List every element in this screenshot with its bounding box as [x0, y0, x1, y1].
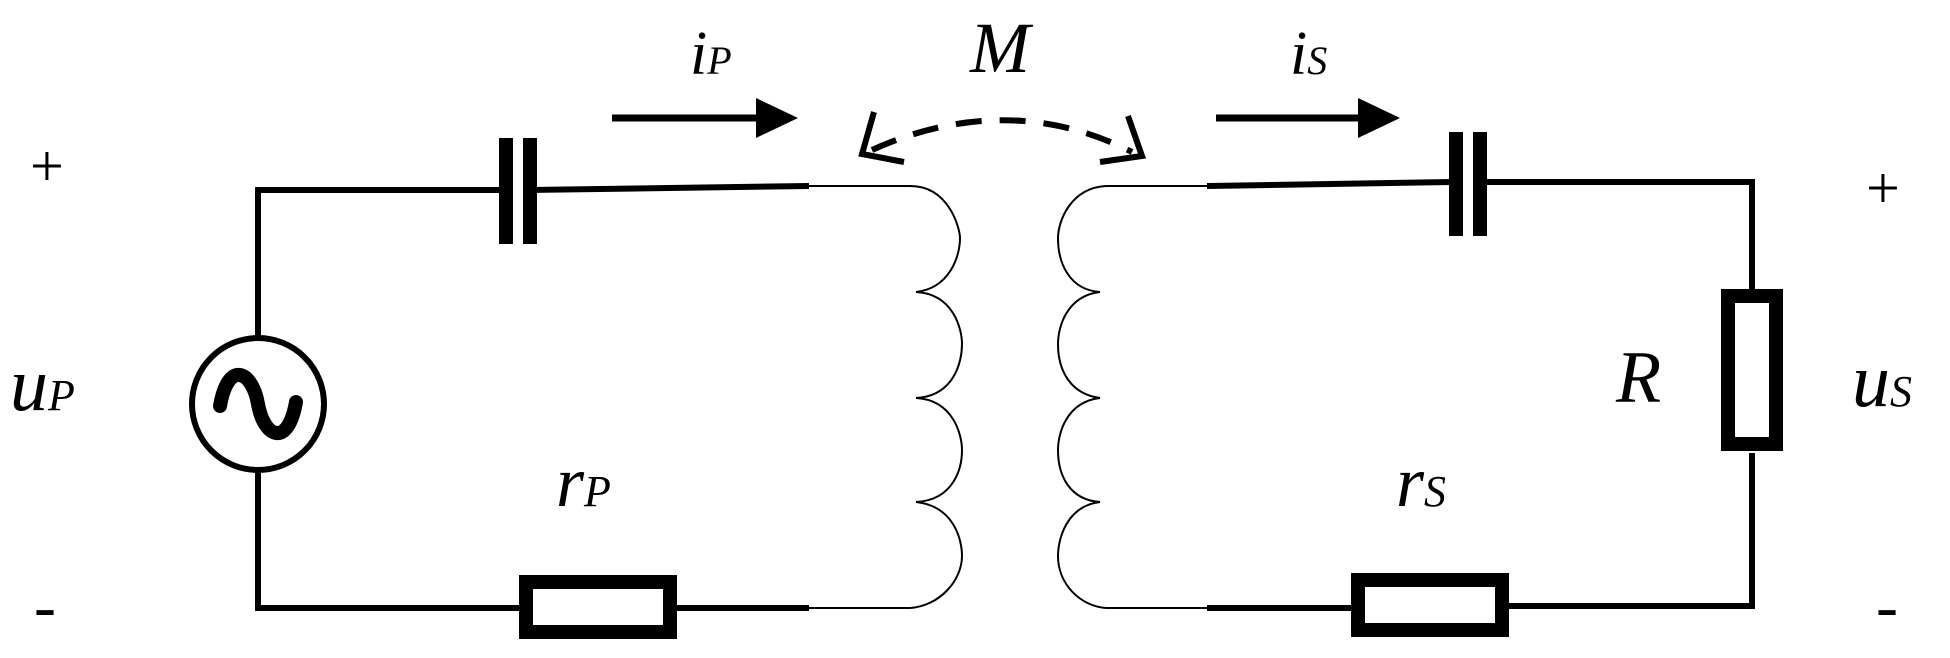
secondary-resistance-subscript: S: [1424, 467, 1446, 516]
mutual-inductance-arrow-icon: [858, 111, 1147, 165]
secondary-voltage-label: uS: [1852, 339, 1912, 423]
primary-voltage-symbol: u: [10, 343, 48, 427]
secondary-current-label: iS: [1290, 20, 1327, 88]
primary-coil-icon: [806, 185, 964, 609]
ac-source-icon: [189, 335, 327, 473]
primary-resistance-label: rP: [556, 442, 611, 522]
primary-capacitor: [499, 138, 537, 244]
secondary-capacitor: [1449, 132, 1487, 236]
secondary-current-arrow-icon: [1216, 98, 1400, 138]
primary-plus-sign: +: [30, 133, 64, 199]
primary-resistor-icon: [519, 575, 677, 639]
primary-resistance-subscript: P: [583, 467, 611, 516]
primary-current-subscript: P: [706, 38, 731, 83]
secondary-circuit: [1056, 132, 1783, 637]
secondary-resistance-label: rS: [1396, 442, 1446, 522]
secondary-current-symbol: i: [1290, 20, 1307, 88]
primary-circuit: [189, 138, 964, 639]
primary-current-arrow-icon: [612, 98, 798, 138]
secondary-coil-icon: [1056, 185, 1210, 609]
mutual-inductance-label: M: [969, 8, 1034, 88]
primary-minus-sign: -: [34, 570, 56, 643]
primary-top-wire-right: [526, 182, 810, 194]
secondary-current-subscript: S: [1307, 38, 1327, 83]
secondary-resistor-icon: [1351, 573, 1509, 637]
primary-resistance-symbol: r: [556, 442, 585, 522]
secondary-minus-sign: -: [1876, 570, 1898, 643]
secondary-resistance-symbol: r: [1396, 442, 1425, 522]
secondary-voltage-symbol: u: [1852, 339, 1890, 423]
primary-current-symbol: i: [690, 20, 707, 88]
load-resistance-label: R: [1615, 337, 1661, 419]
primary-voltage-label: uP: [10, 343, 75, 427]
primary-voltage-subscript: P: [47, 371, 75, 420]
load-resistor-icon: [1721, 289, 1783, 451]
secondary-plus-sign: +: [1866, 155, 1900, 221]
secondary-top-wire-left: [1206, 178, 1452, 190]
secondary-voltage-subscript: S: [1890, 367, 1912, 416]
primary-current-label: iP: [690, 20, 732, 88]
